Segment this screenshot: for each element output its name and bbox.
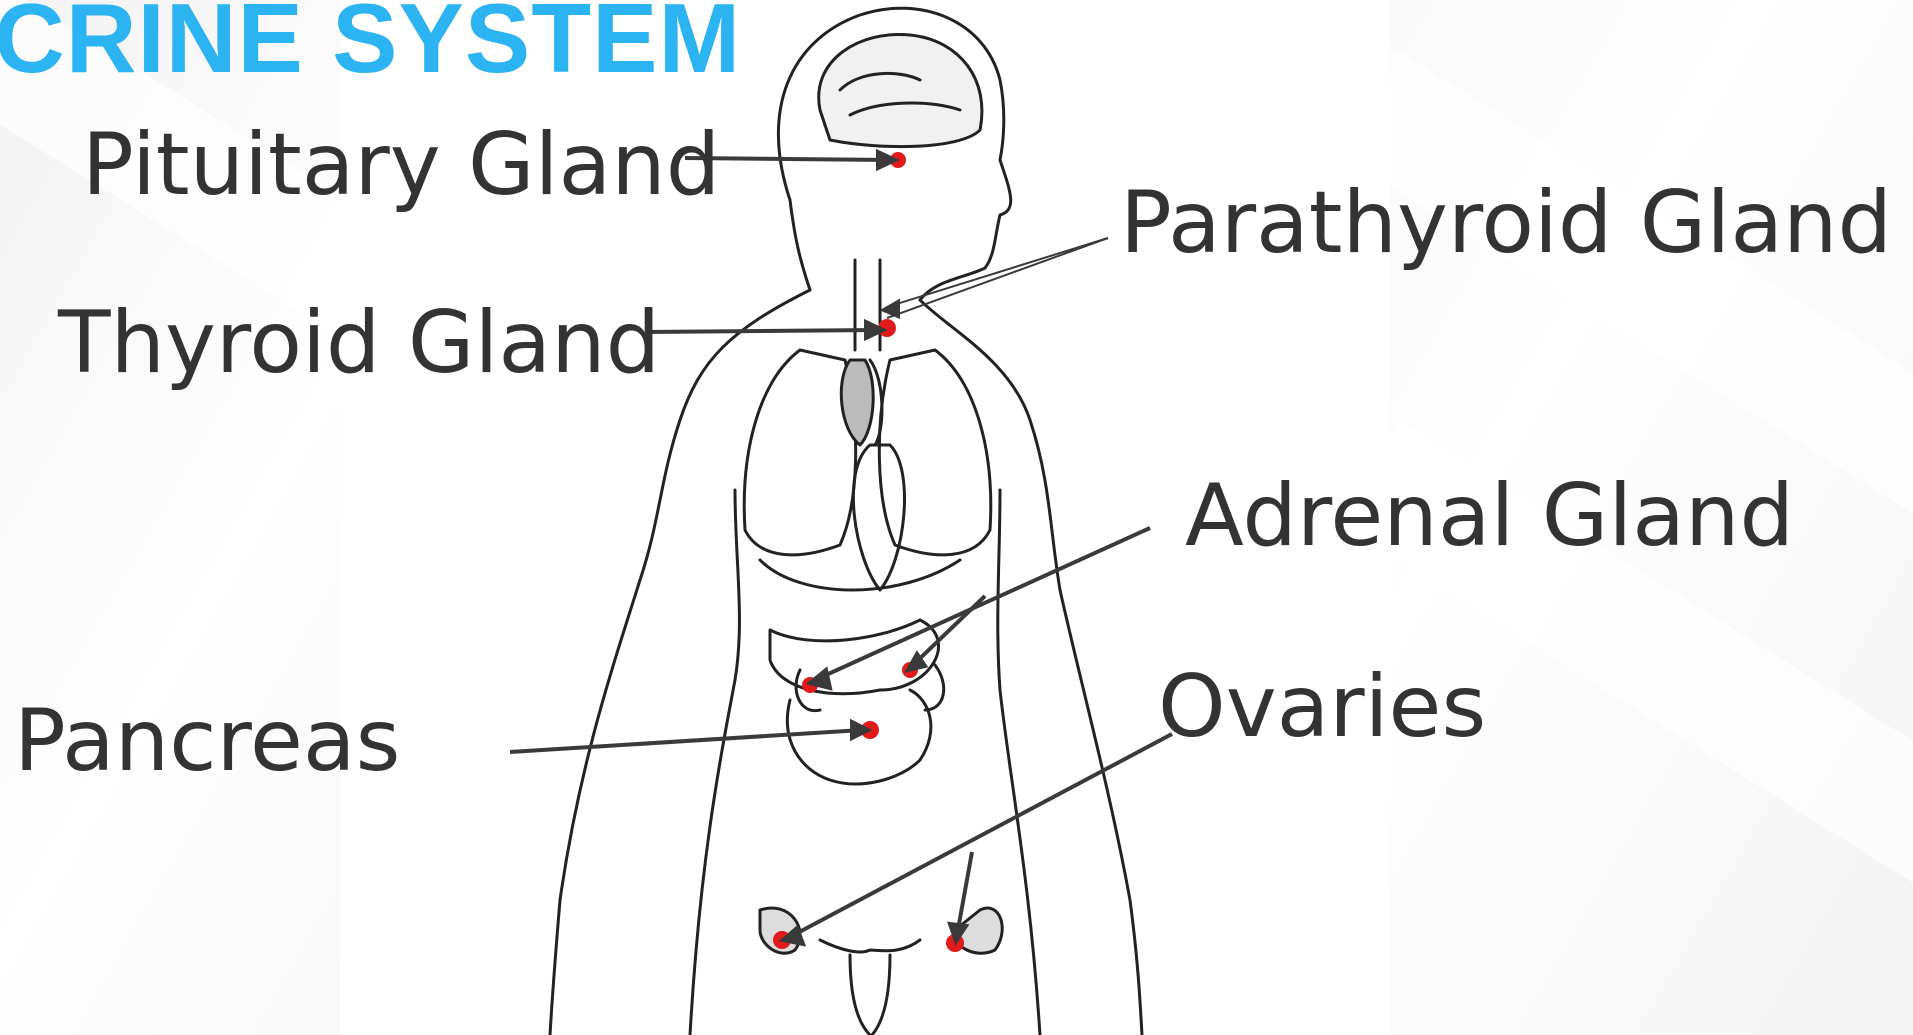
thyroid-label: Thyroid Gland xyxy=(58,300,660,386)
pituitary-label: Pituitary Gland xyxy=(82,122,720,208)
pancreas-arrow xyxy=(510,730,862,752)
adrenal-arrow-1 xyxy=(815,528,1150,680)
page-title: CRINE SYSTEM xyxy=(0,0,741,95)
pancreas-label: Pancreas xyxy=(14,698,400,784)
parathyroid-arrow-1 xyxy=(887,238,1108,307)
ovaries-arrow-1 xyxy=(788,734,1172,938)
parathyroid-label: Parathyroid Gland xyxy=(1120,180,1892,266)
gland-markers xyxy=(773,152,964,952)
leader-lines xyxy=(510,152,1172,944)
thyroid-arrow xyxy=(645,330,878,332)
parathyroid-arrow-2 xyxy=(887,238,1108,318)
ovaries-label: Ovaries xyxy=(1158,664,1486,750)
adrenal-label: Adrenal Gland xyxy=(1185,473,1794,559)
